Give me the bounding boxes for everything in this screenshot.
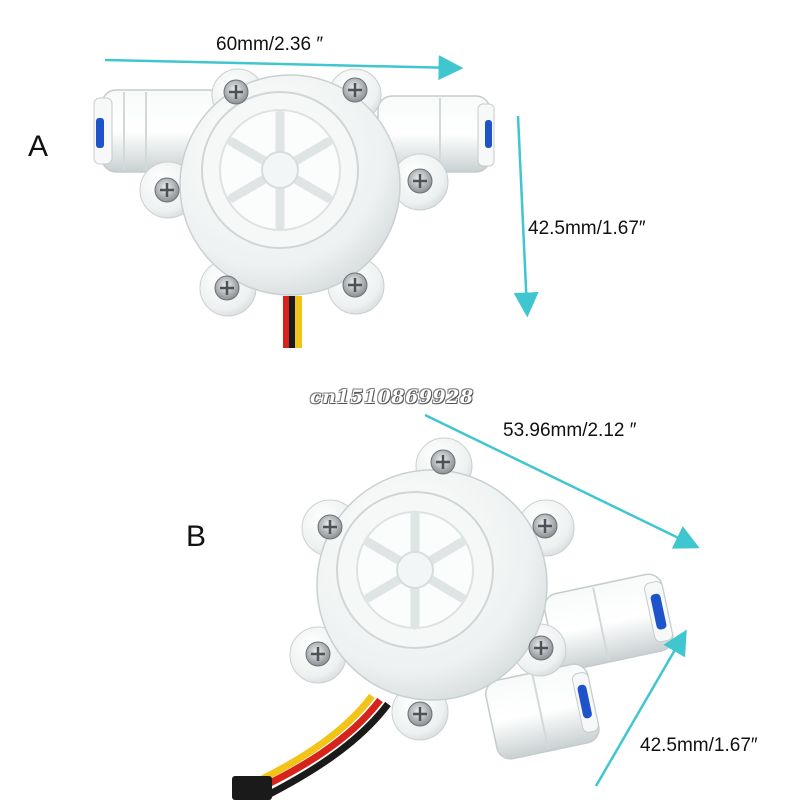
height-arrow-a — [513, 115, 539, 318]
label-a: A — [28, 130, 49, 163]
watermark: cn1510869928 — [310, 386, 474, 408]
screw-icon — [317, 514, 343, 540]
screw-icon — [407, 701, 433, 727]
height-arrow-b — [594, 629, 687, 787]
dimension-a-height: 42.5mm/1.67″ — [528, 218, 646, 239]
dimension-a-width: 60mm/2.36 ″ — [216, 34, 324, 55]
label-b: B — [186, 520, 207, 553]
flow-sensor-a — [93, 68, 495, 348]
sensor-b-wires — [232, 693, 391, 800]
screw-icon — [223, 79, 249, 105]
screw-icon — [407, 168, 433, 194]
screw-icon — [430, 449, 456, 475]
seal-icon — [96, 118, 104, 148]
screw-icon — [154, 177, 180, 203]
dimension-b-height: 42.5mm/1.67″ — [640, 735, 758, 756]
width-arrow-a — [104, 55, 464, 81]
width-arrow-b — [424, 413, 700, 549]
seal-icon — [650, 593, 667, 630]
screw-icon — [342, 272, 368, 298]
dimension-b-width: 53.96mm/2.12 ″ — [503, 420, 637, 441]
screw-icon — [342, 77, 368, 103]
screw-icon — [214, 275, 240, 301]
screw-icon — [528, 635, 554, 661]
seal-icon — [485, 120, 492, 148]
seal-icon — [577, 684, 592, 719]
screw-icon — [532, 513, 558, 539]
screw-icon — [305, 641, 331, 667]
sensor-a-wires — [283, 296, 302, 348]
flow-sensor-b — [232, 437, 674, 800]
